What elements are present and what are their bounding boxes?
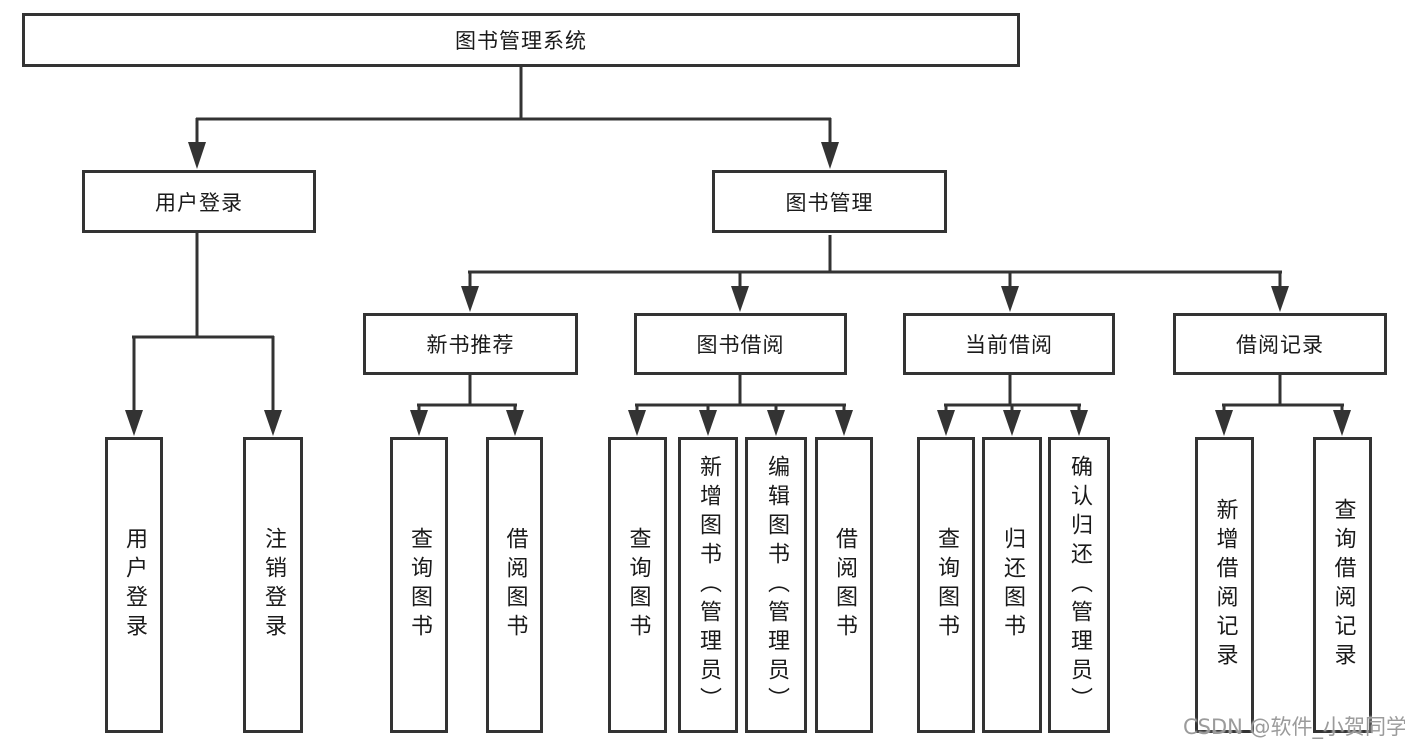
leaf-edit-books-admin-label: 编辑图书（管理员） bbox=[764, 454, 789, 716]
leaf-query-books-recommend-label: 查询图书 bbox=[407, 527, 432, 643]
node-borrow-records-label: 借阅记录 bbox=[1236, 333, 1324, 357]
leaf-query-books-current-label: 查询图书 bbox=[934, 527, 959, 643]
leaf-query-books-recommend: 查询图书 bbox=[390, 437, 448, 733]
leaf-query-borrow-record: 查询借阅记录 bbox=[1313, 437, 1372, 733]
leaf-borrow-books-label: 借阅图书 bbox=[832, 527, 857, 643]
leaf-confirm-return-admin: 确认归还（管理员） bbox=[1048, 437, 1110, 733]
leaf-query-books-current: 查询图书 bbox=[917, 437, 975, 733]
leaf-query-borrow-record-label: 查询借阅记录 bbox=[1330, 498, 1356, 672]
node-current-borrow-label: 当前借阅 bbox=[965, 333, 1053, 357]
node-user-login: 用户登录 bbox=[82, 170, 316, 233]
node-user-login-label: 用户登录 bbox=[155, 190, 243, 215]
leaf-confirm-return-admin-label: 确认归还（管理员） bbox=[1067, 454, 1092, 716]
leaf-logout-label: 注销登录 bbox=[261, 527, 286, 643]
leaf-borrow-books-recommend: 借阅图书 bbox=[486, 437, 543, 733]
leaf-logout: 注销登录 bbox=[243, 437, 303, 733]
csdn-watermark: CSDN @软件_小贺同学 bbox=[1183, 715, 1405, 739]
node-book-borrow: 图书借阅 bbox=[634, 313, 847, 375]
leaf-edit-books-admin: 编辑图书（管理员） bbox=[745, 437, 807, 733]
leaf-return-books: 归还图书 bbox=[982, 437, 1042, 733]
leaf-borrow-books: 借阅图书 bbox=[815, 437, 873, 733]
leaf-borrow-books-recommend-label: 借阅图书 bbox=[502, 527, 528, 643]
leaf-add-borrow-record: 新增借阅记录 bbox=[1195, 437, 1254, 733]
node-borrow-records: 借阅记录 bbox=[1173, 313, 1387, 375]
leaf-add-books-admin-label: 新增图书（管理员） bbox=[696, 454, 721, 716]
leaf-query-books-borrow-label: 查询图书 bbox=[625, 527, 651, 643]
node-new-book-recommend-label: 新书推荐 bbox=[426, 333, 515, 357]
node-book-management-label: 图书管理 bbox=[785, 190, 874, 215]
node-library-system-label: 图书管理系统 bbox=[455, 29, 587, 53]
node-new-book-recommend: 新书推荐 bbox=[363, 313, 578, 375]
leaf-user-login-label: 用户登录 bbox=[122, 527, 147, 643]
leaf-user-login: 用户登录 bbox=[105, 437, 163, 733]
node-book-borrow-label: 图书借阅 bbox=[696, 333, 785, 357]
node-library-system: 图书管理系统 bbox=[22, 13, 1020, 67]
leaf-return-books-label: 归还图书 bbox=[1000, 527, 1025, 643]
node-current-borrow: 当前借阅 bbox=[903, 313, 1115, 375]
leaf-add-borrow-record-label: 新增借阅记录 bbox=[1212, 498, 1238, 672]
leaf-add-books-admin: 新增图书（管理员） bbox=[678, 437, 738, 733]
node-book-management: 图书管理 bbox=[712, 170, 947, 233]
leaf-query-books-borrow: 查询图书 bbox=[608, 437, 667, 733]
